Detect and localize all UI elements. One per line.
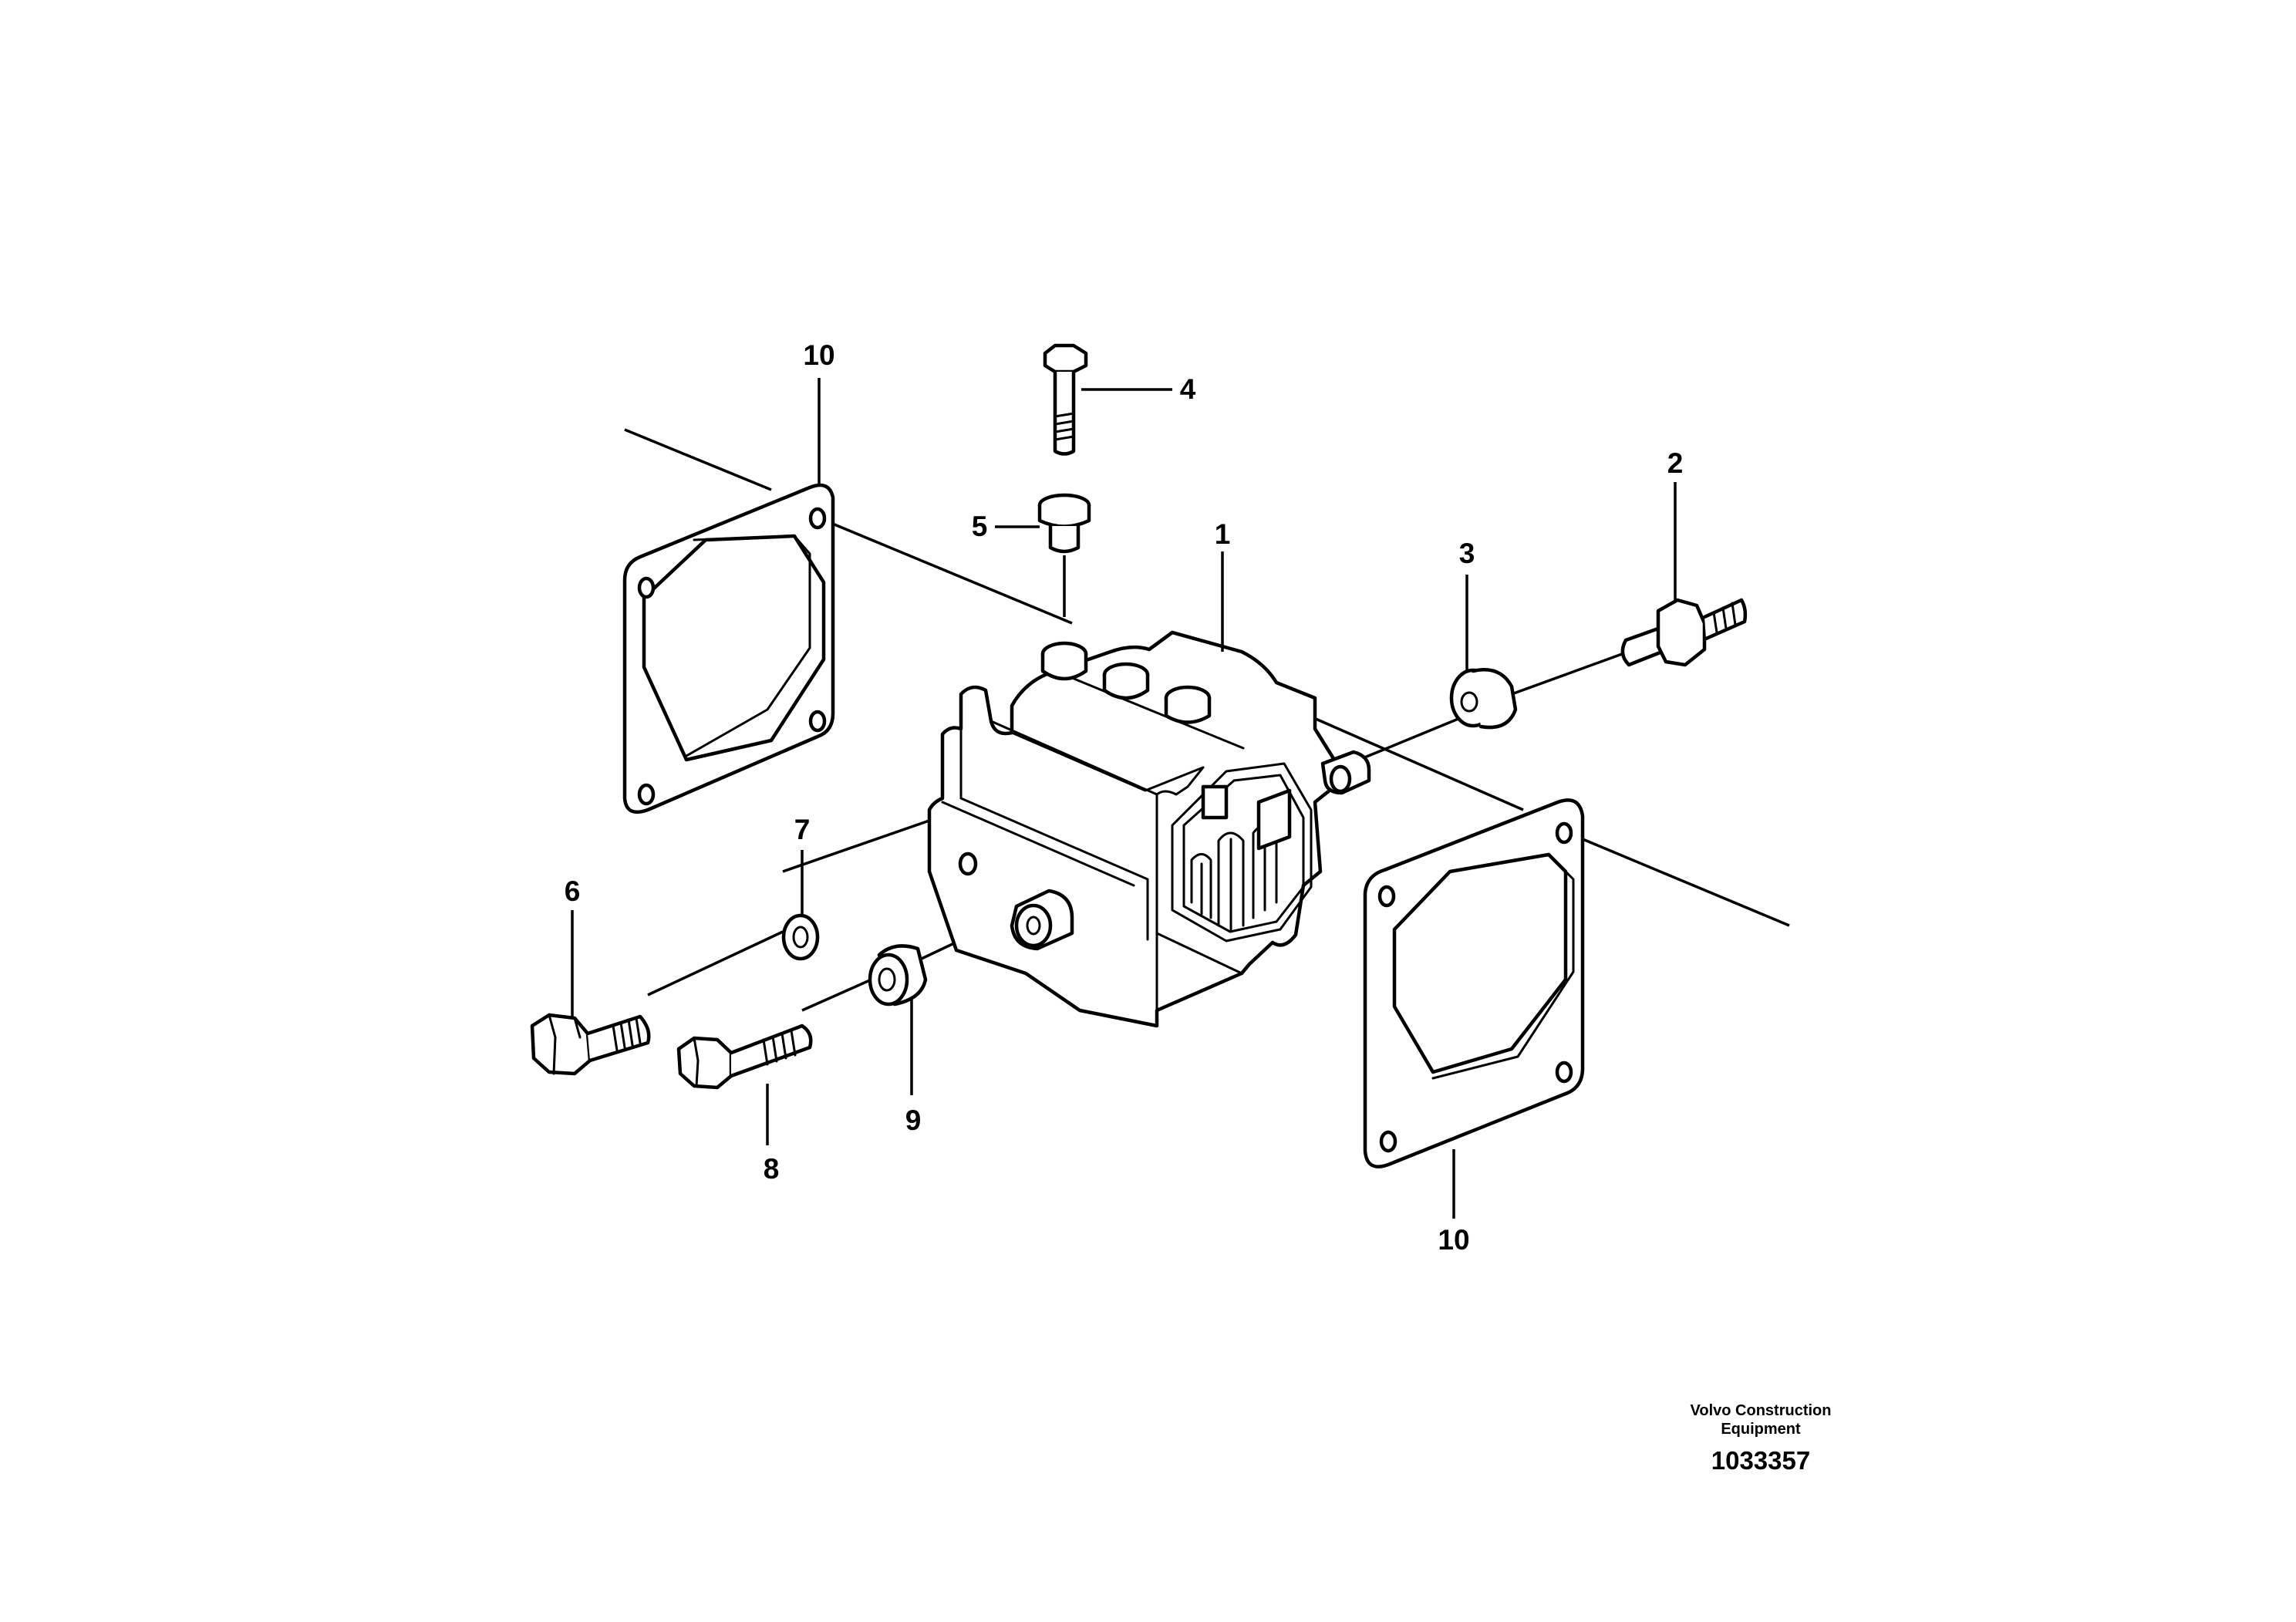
callout-labels: 10 4 5 1 3 2 7 6 8 9 10 [565,339,1684,1256]
callout-9: 9 [905,1104,922,1136]
brand-line-1: Volvo Construction [1691,1402,1832,1419]
bolt-middle [676,1023,813,1090]
sleeve [1037,493,1091,617]
callout-7: 7 [794,814,811,845]
callout-6: 6 [565,875,581,907]
callout-2: 2 [1667,447,1684,479]
valve-block [927,630,1371,1028]
callout-4: 4 [1180,373,1196,405]
callout-5: 5 [972,511,988,542]
callout-8: 8 [764,1153,780,1185]
nipple-fitting [1620,598,1748,667]
callout-leaders [571,378,1677,1219]
callout-1: 1 [1215,518,1231,550]
callout-10-bottom: 10 [1438,1224,1469,1256]
gasket-top-left [622,483,835,814]
callout-3: 3 [1459,538,1475,569]
bushing [1449,668,1518,730]
callout-10-top: 10 [803,339,834,371]
gasket-bottom-right [1363,798,1585,1168]
washer [781,913,820,961]
brand-line-2: Equipment [1721,1421,1801,1438]
bolt-top [1043,343,1088,456]
drawing-footer: Volvo Construction Equipment 1033357 [1691,1402,1832,1475]
drawing-number: 1033357 [1711,1446,1810,1475]
spacer [868,944,928,1007]
bolt-left [530,1013,651,1076]
